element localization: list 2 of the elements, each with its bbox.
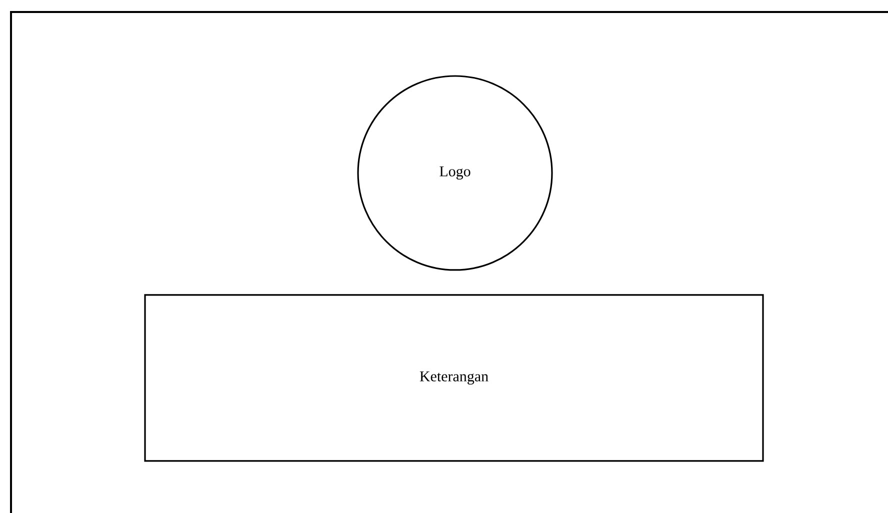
caption-box: Keterangan [144,294,764,462]
circle-node: Logo [357,75,553,271]
